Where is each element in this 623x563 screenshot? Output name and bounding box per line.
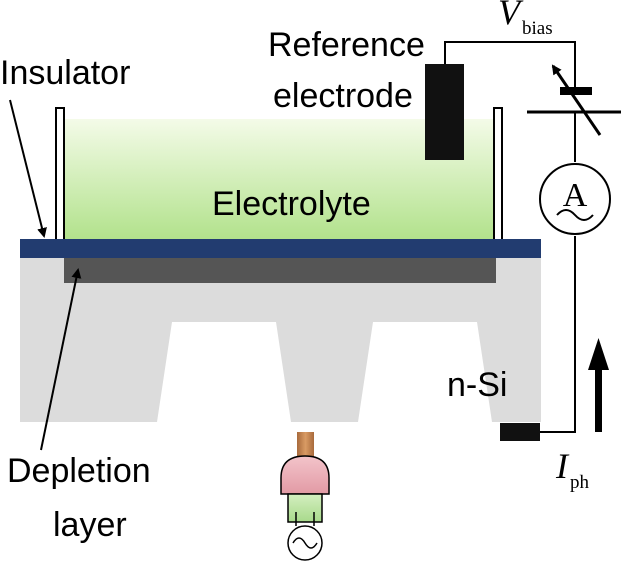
vbias-symbol: V [498,0,520,32]
current-arrow-icon [588,338,609,432]
reference-electrode [425,64,464,160]
light-source-icon [280,432,330,526]
reference-electrode-label-line1: Reference [268,26,425,64]
back-contact [500,423,540,441]
iph-symbol: I [556,446,568,486]
right-well-wall [493,107,503,242]
ammeter-icon [539,163,611,235]
wire-bottom [540,236,576,433]
electrolyte-label: Electrolyte [212,185,371,223]
vbias-subscript: bias [522,18,553,39]
variable-voltage-source-icon [527,64,621,136]
insulator-pointer-arrow [9,99,47,238]
wire-top [444,41,576,92]
insulator-layer [20,239,541,258]
depletion-layer [64,258,496,283]
depletion-pointer-arrow [40,268,82,451]
depletion-label-line1: Depletion [7,452,151,490]
insulator-label: Insulator [0,54,131,92]
substrate-label: n-Si [447,366,508,404]
reference-electrode-label-line2: electrode [273,77,413,115]
depletion-label-line2: layer [53,506,127,544]
n-si-substrate [20,258,541,422]
left-well-wall [55,107,65,242]
ammeter-label: A [563,177,588,214]
ac-source-icon [287,525,323,561]
iph-subscript: ph [570,472,589,493]
